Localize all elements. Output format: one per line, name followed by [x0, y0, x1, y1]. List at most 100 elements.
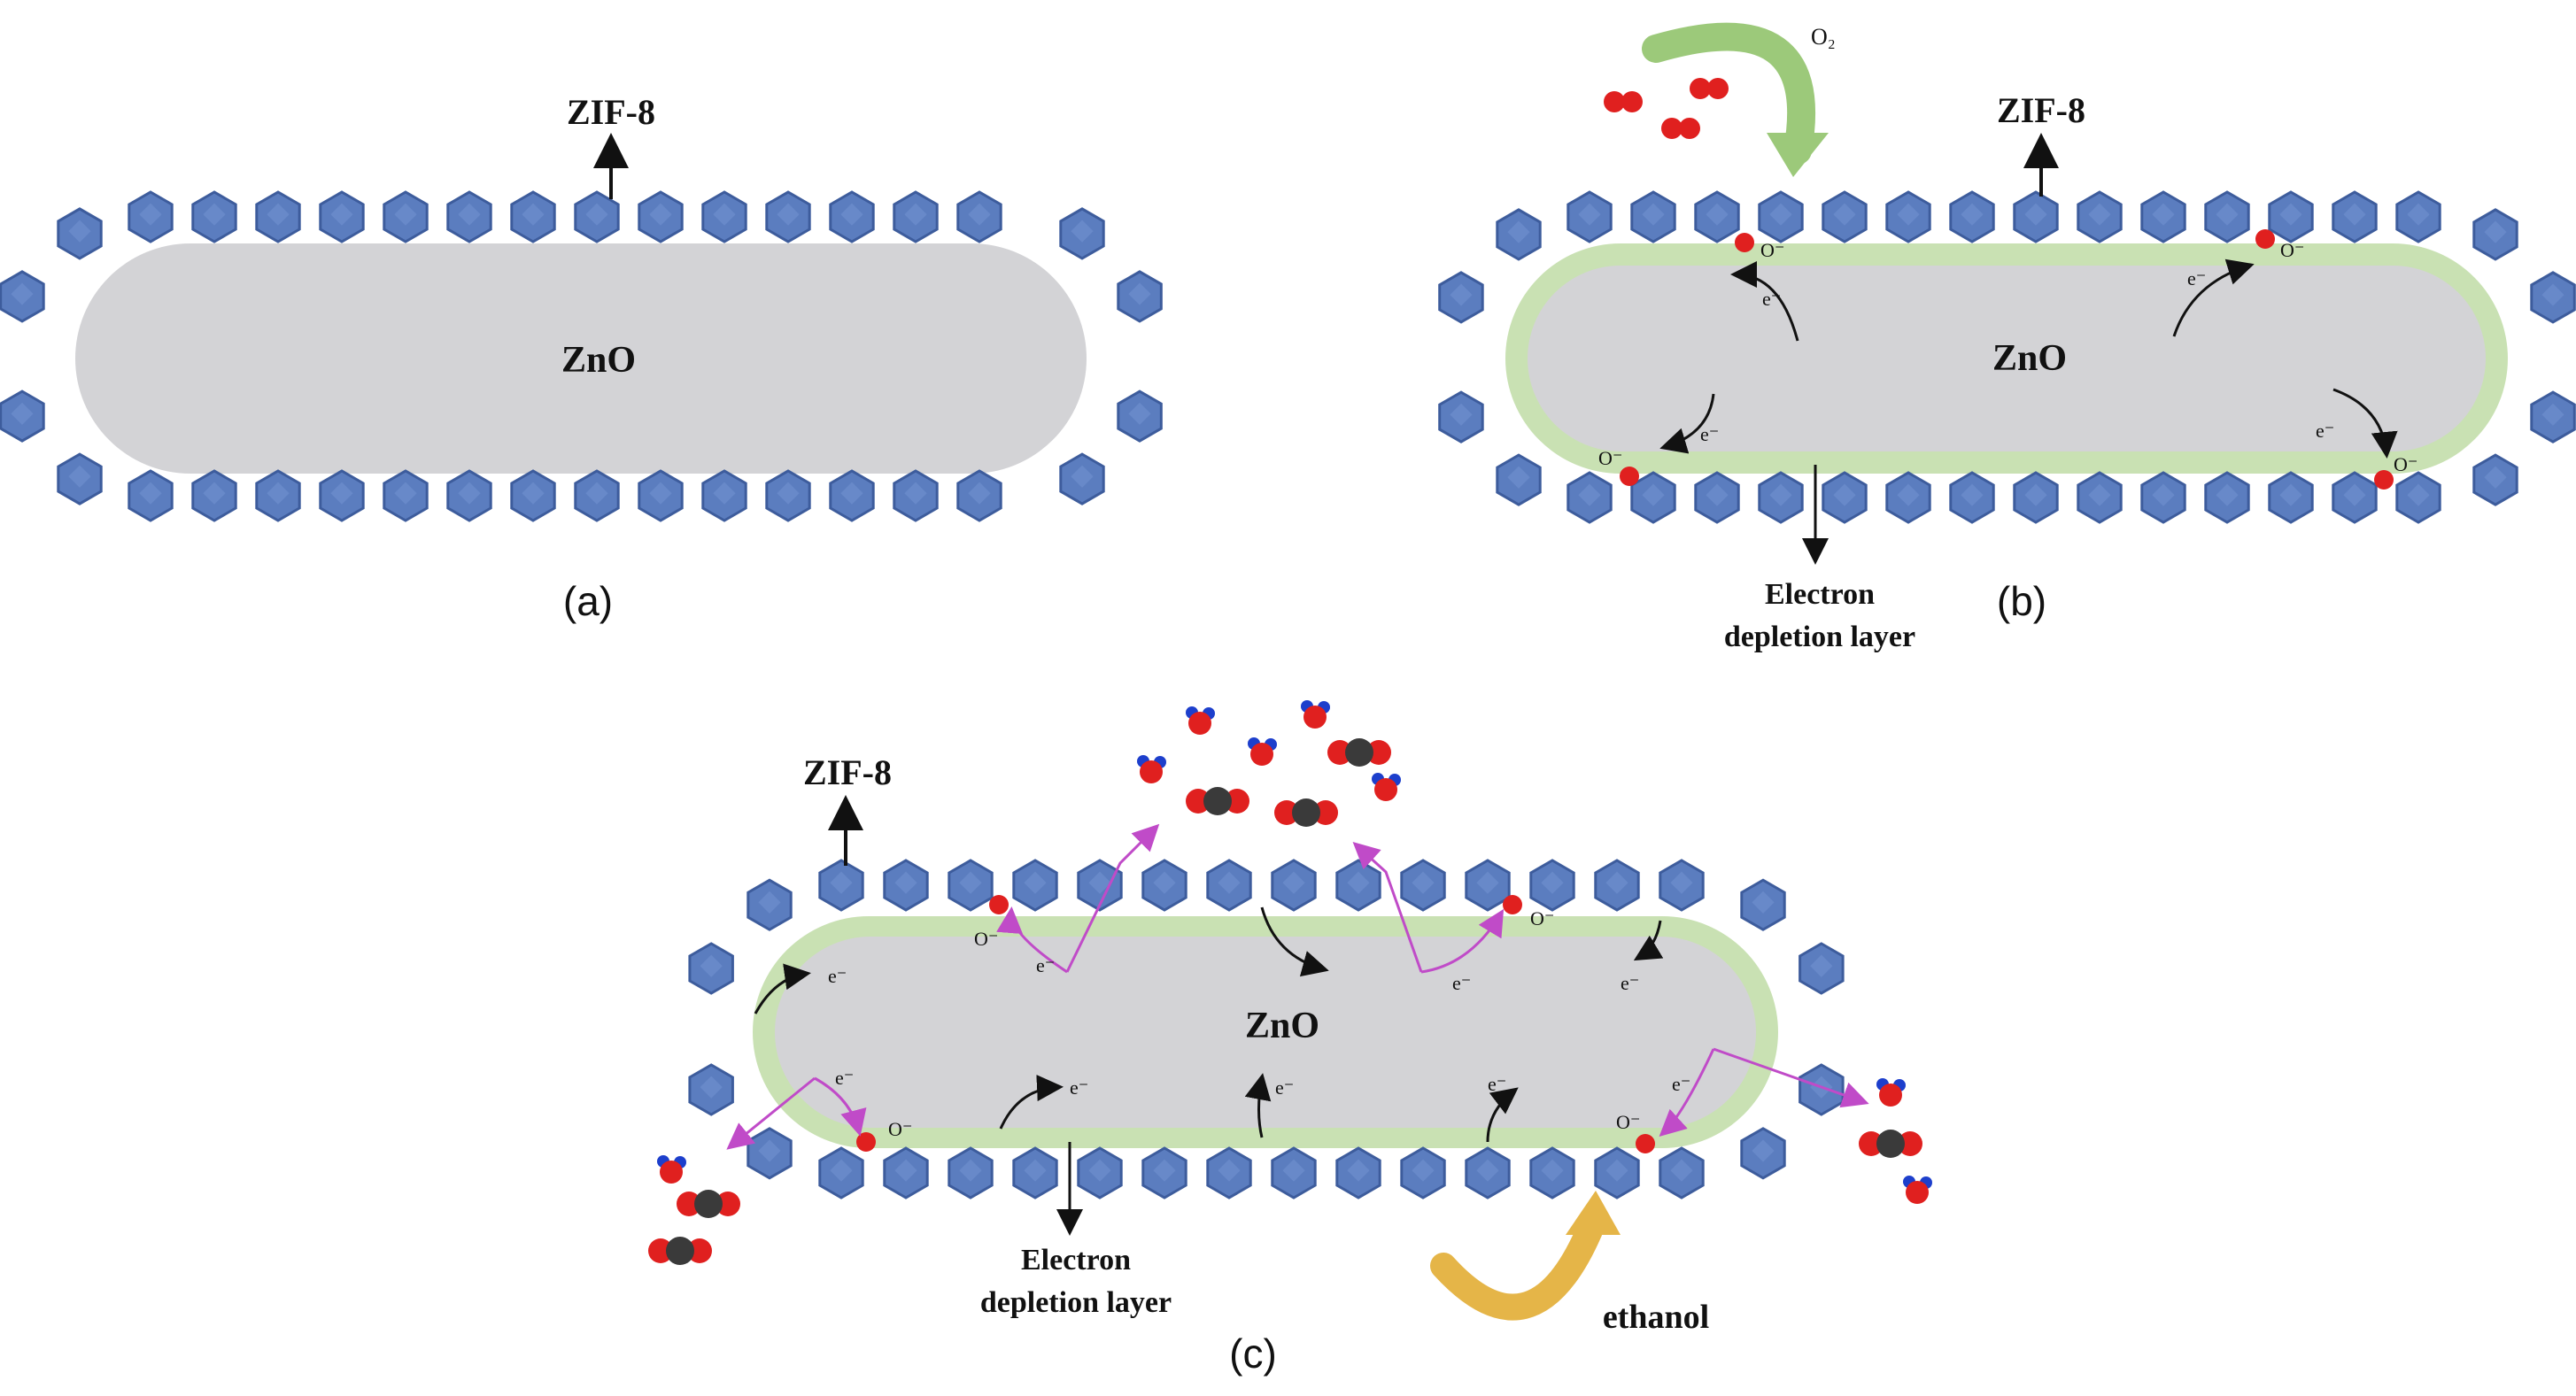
zif8-crystal-facet [522, 203, 545, 226]
oxygen-ion-label: O⁻ [1760, 239, 1785, 261]
zif8-crystal-facet [203, 482, 226, 505]
atom [1292, 798, 1320, 827]
atom [1876, 1130, 1905, 1158]
electron-label: e⁻ [1672, 1073, 1690, 1095]
adsorbed-oxygen-ion [2255, 229, 2275, 249]
atom [1898, 1131, 1922, 1156]
electron-label: e⁻ [828, 965, 847, 987]
oxygen-ion-label: O⁻ [1530, 907, 1555, 929]
zif8-crystal-facet [1642, 203, 1665, 226]
zif8-crystal-facet [1088, 871, 1111, 894]
zif8-crystal-facet [758, 1139, 781, 1162]
zif8-crystal-facet [777, 203, 800, 226]
atom [1186, 789, 1211, 814]
zif8-crystal-facet [1507, 466, 1530, 489]
zif8-crystal-facet [458, 482, 481, 505]
atom [648, 1238, 673, 1263]
oxygen-ion-label: O⁻ [2394, 453, 2418, 475]
zif8-crystal-facet [1769, 483, 1792, 506]
zif8-crystal-facet [1752, 1139, 1775, 1162]
zif8-crystal-facet [1024, 871, 1047, 894]
zif8-crystal-facet [267, 203, 290, 226]
zif8-crystal-facet [959, 871, 982, 894]
adsorbed-oxygen-ion [989, 895, 1009, 914]
zif8-crystal-facet [2541, 403, 2564, 426]
zif8-crystal-facet [1642, 483, 1665, 506]
h2o-molecule [1186, 706, 1215, 735]
zif8-crystal-facet [1507, 220, 1530, 243]
electron-transfer-arrow [2172, 258, 2255, 337]
zif8-crystal-facet [1347, 871, 1370, 894]
zif8-crystal-facet [713, 482, 736, 505]
zno-core-a [75, 243, 1087, 474]
zif8-crystal-facet [11, 282, 34, 305]
zif8-crystal-facet [2407, 203, 2430, 226]
reaction-path [1065, 823, 1160, 973]
atom [1906, 1181, 1929, 1204]
atom [1225, 789, 1249, 814]
zif8-crystal-facet [968, 203, 991, 226]
reaction-path [726, 1076, 816, 1150]
oxygen-ion-label: O⁻ [1616, 1111, 1641, 1133]
oxygen-ion-label: O⁻ [974, 928, 999, 950]
h2o-molecule [657, 1155, 686, 1184]
atom [1203, 787, 1232, 815]
zif8-crystal-facet [894, 871, 917, 894]
co2-molecule [648, 1237, 712, 1265]
zif8-crystal-facet [840, 482, 863, 505]
zif8-crystal-facet [2216, 483, 2239, 506]
reaction-path [1420, 908, 1505, 974]
zif8-label-c: ZIF-8 [803, 752, 892, 792]
zif8-crystal-facet [830, 1159, 853, 1182]
zif8-crystal-facet [700, 1076, 723, 1099]
h2o-molecule [1248, 737, 1277, 766]
zif8-crystal-facet [2216, 203, 2239, 226]
zif8-crystal-facet [1961, 203, 1984, 226]
zif8-crystal-facet [1769, 203, 1792, 226]
electron-transfer-arrow [1659, 393, 1715, 454]
zif8-shell-b [1438, 190, 2576, 524]
adsorbed-oxygen-ion [1503, 895, 1522, 914]
electron-transfer-arrow [1730, 261, 1799, 342]
depletion-layer-label-line1-b: Electron [1765, 578, 1875, 611]
zif8-crystal-facet [1128, 402, 1151, 425]
h2o-molecule [1372, 773, 1401, 801]
atom [1250, 743, 1273, 766]
zif8-crystal-facet [1450, 403, 1473, 426]
zif8-crystal-facet [1670, 1159, 1693, 1182]
zif8-crystal-facet [649, 482, 672, 505]
zif8-crystal-facet [2152, 483, 2175, 506]
atom [716, 1192, 740, 1216]
zif8-shell-a [0, 190, 1163, 522]
zif8-crystal-facet [1833, 203, 1856, 226]
zif8-crystal-facet [2541, 283, 2564, 306]
zif8-crystal-facet [1282, 871, 1305, 894]
ethanol-label: ethanol [1603, 1299, 1709, 1336]
zif8-crystal-facet [1670, 871, 1693, 894]
zif8-crystal-facet [139, 203, 162, 226]
zif8-crystal-facet [585, 203, 608, 226]
zif8-crystal-facet [585, 482, 608, 505]
zif8-crystal-facet [758, 891, 781, 914]
zif8-crystal-facet [2088, 203, 2111, 226]
zif8-crystal-facet [1088, 1159, 1111, 1182]
zif8-crystal-facet [458, 203, 481, 226]
atom [1140, 760, 1163, 783]
zif8-crystal-facet [1578, 203, 1601, 226]
zif8-crystal-facet [11, 402, 34, 425]
h2o-molecule [1137, 755, 1166, 783]
adsorbed-oxygen-ion [856, 1132, 876, 1152]
electron-transfer-arrow [2332, 388, 2398, 459]
electron-label: e⁻ [1621, 972, 1639, 994]
o2-molecule [1604, 91, 1643, 112]
zif8-crystal-facet [2407, 483, 2430, 506]
zif8-crystal-facet [1605, 871, 1628, 894]
zno-core-c [775, 937, 1756, 1128]
electron-label: e⁻ [1452, 972, 1471, 994]
h2o-molecule [1903, 1176, 1932, 1204]
electron-label: e⁻ [1275, 1076, 1294, 1099]
zif8-crystal-facet [203, 203, 226, 226]
oxygen-adsorption-arrowhead [1767, 133, 1829, 177]
